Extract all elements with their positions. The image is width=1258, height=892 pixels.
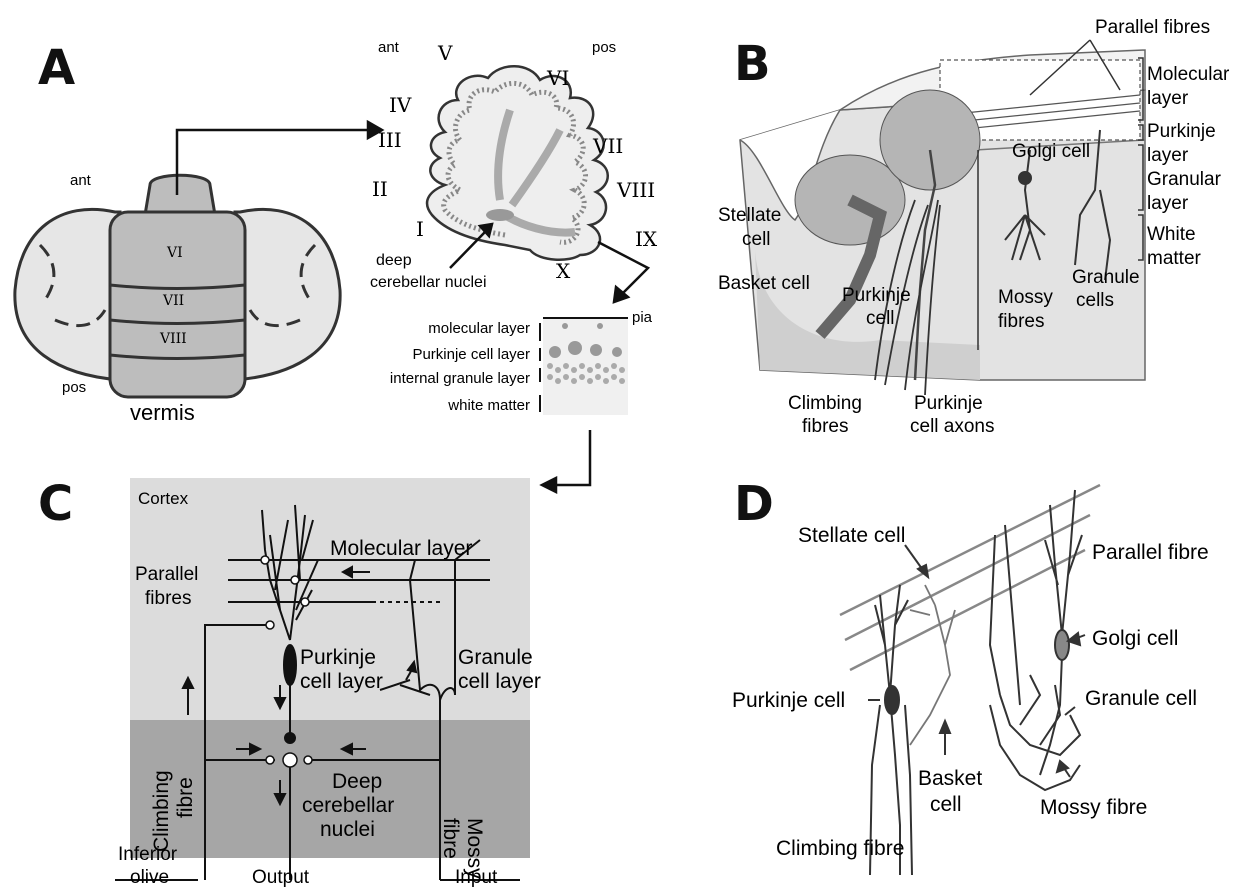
- label-purkinje-b-1: Purkinje: [842, 285, 911, 306]
- label-climbing-b-1: Climbing: [788, 393, 862, 414]
- label-input: Input: [455, 867, 498, 888]
- label-molecular-2: layer: [1147, 88, 1189, 109]
- label-granular-1: Granular: [1147, 169, 1222, 190]
- label-inferior-olive-2: olive: [130, 867, 169, 888]
- label-vermis: vermis: [130, 400, 195, 425]
- label-basket-d-1: Basket: [918, 767, 982, 790]
- panel-c: C Cortex: [0, 440, 640, 888]
- label-deep-c-2: cerebellar: [302, 794, 394, 817]
- label-molecular-layer: molecular layer: [428, 320, 530, 337]
- label-granule-b-2: cells: [1076, 290, 1114, 311]
- label-purkinje-b-2: cell: [866, 308, 895, 329]
- zoom-arrow: [598, 242, 648, 302]
- label-internal-granule-layer: internal granule layer: [390, 370, 530, 387]
- label-inferior-olive-1: Inferior: [118, 844, 178, 865]
- label-mossy-b-1: Mossy: [998, 287, 1053, 308]
- label-white-2: matter: [1147, 248, 1202, 269]
- layer-detail: [540, 318, 628, 415]
- label-stellate-b-1: Stellate: [718, 205, 781, 226]
- panel-b-figure: B: [700, 0, 1258, 445]
- section-lobule-iii: III: [378, 128, 402, 152]
- vermis-lobule-viii: VIII: [159, 331, 187, 347]
- sagittal-section: [427, 66, 608, 260]
- section-lobule-v: V: [437, 41, 453, 65]
- label-climbing-c-1: Climbing: [150, 770, 173, 852]
- label-pia: pia: [632, 309, 653, 326]
- label-granule-layer-2: cell layer: [458, 670, 541, 693]
- label-stellate-b-2: cell: [742, 229, 771, 250]
- cerebellum-whole: [15, 175, 340, 397]
- panel-a-letter: A: [38, 40, 75, 96]
- deep-nuclei-label-line1: deep: [376, 252, 412, 269]
- label-output: Output: [252, 867, 310, 888]
- panel-a: A VI VII VIII ant pos vermis ant pos V V…: [0, 0, 700, 440]
- label-purkinje-layer-2: cell layer: [300, 670, 383, 693]
- panel-b-letter: B: [734, 36, 771, 92]
- label-purkinje-2: layer: [1147, 145, 1189, 166]
- label-granule-layer-1: Granule: [458, 646, 533, 669]
- label-ant-left: ant: [70, 172, 92, 189]
- label-basket-b: Basket cell: [718, 273, 810, 294]
- label-purkinje-axons-1: Purkinje: [914, 393, 983, 414]
- vermis-lobule-vi: VI: [166, 245, 183, 261]
- label-parallel-d: Parallel fibre: [1092, 541, 1209, 564]
- label-pos-left: pos: [62, 379, 86, 396]
- label-parallel-fibres-b: Parallel fibres: [1095, 17, 1210, 38]
- panel-c-figure: C Cortex: [0, 440, 640, 888]
- label-purkinje-cell-layer: Purkinje cell layer: [412, 346, 530, 363]
- label-granule-b-1: Granule: [1072, 267, 1140, 288]
- label-parallel-c-2: fibres: [145, 588, 191, 609]
- vermis-lobule-vii: VII: [162, 293, 184, 309]
- section-lobule-x: X: [556, 259, 571, 283]
- label-climbing-c-2: fibre: [174, 777, 197, 818]
- label-pos-top: pos: [592, 39, 616, 56]
- label-cortex: Cortex: [138, 489, 189, 508]
- panel-d: D Stellate: [700, 445, 1258, 888]
- label-deep-c-3: nuclei: [320, 818, 375, 841]
- label-climbing-d: Climbing fibre: [776, 837, 904, 860]
- label-deep-c-1: Deep: [332, 770, 382, 793]
- label-ant-top: ant: [378, 39, 400, 56]
- label-white-1: White: [1147, 224, 1196, 245]
- section-lobule-vi: VI: [546, 66, 569, 90]
- label-molecular-1: Molecular: [1147, 64, 1230, 85]
- section-lobule-ii: II: [372, 177, 388, 201]
- label-purkinje-axons-2: cell axons: [910, 416, 995, 437]
- label-basket-d-2: cell: [930, 793, 962, 816]
- label-purkinje-layer-1: Purkinje: [300, 646, 376, 669]
- label-purkinje-d: Purkinje cell: [732, 689, 845, 712]
- arrow-into-c: [542, 440, 590, 492]
- label-mossy-b-2: fibres: [998, 311, 1044, 332]
- label-molecular-c: Molecular layer: [330, 537, 472, 560]
- label-mossy-c-2: fibre: [439, 818, 462, 859]
- deep-nuclei-label-line2: cerebellar nuclei: [370, 274, 487, 291]
- panel-d-figure: D Stellate: [700, 445, 1258, 888]
- label-granule-d: Granule cell: [1085, 687, 1197, 710]
- label-climbing-b-2: fibres: [802, 416, 848, 437]
- section-lobule-i: I: [416, 217, 424, 241]
- label-golgi-d: Golgi cell: [1092, 627, 1178, 650]
- label-purkinje-1: Purkinje: [1147, 121, 1216, 142]
- section-lobule-viii: VIII: [616, 178, 655, 202]
- label-white-matter: white matter: [447, 397, 530, 414]
- panel-a-figure: A VI VII VIII ant pos vermis ant pos V V…: [0, 0, 700, 440]
- label-stellate-d: Stellate cell: [798, 524, 905, 547]
- panel-b: B: [700, 0, 1258, 445]
- label-mossy-d: Mossy fibre: [1040, 796, 1147, 819]
- label-golgi-b: Golgi cell: [1012, 141, 1090, 162]
- section-lobule-ix: IX: [635, 227, 658, 251]
- section-lobule-vii: VII: [592, 134, 623, 158]
- panel-c-letter: C: [38, 476, 73, 532]
- label-granular-2: layer: [1147, 193, 1189, 214]
- section-lobule-iv: IV: [389, 93, 412, 117]
- label-parallel-c-1: Parallel: [135, 564, 198, 585]
